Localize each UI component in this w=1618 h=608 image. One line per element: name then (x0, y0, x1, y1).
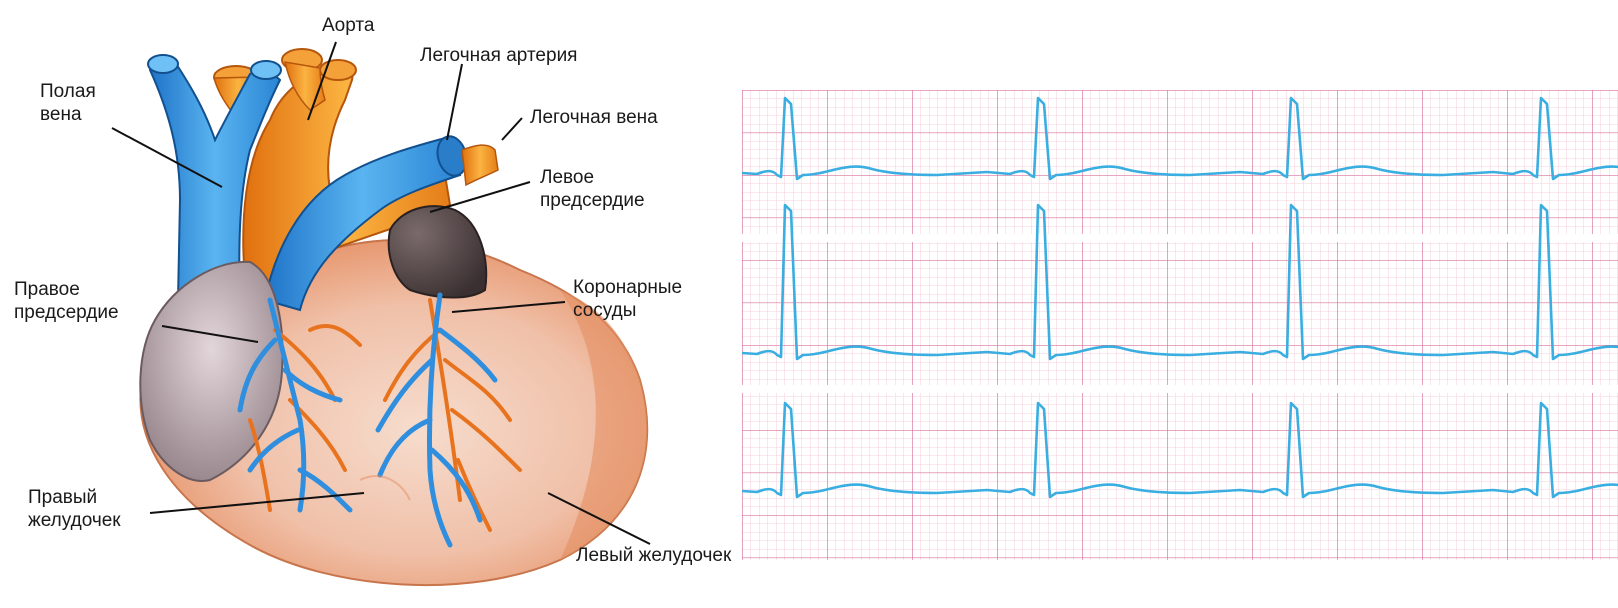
label-left-atrium: Левое предсердие (540, 166, 645, 212)
label-right-ventricle: Правый желудочек (28, 486, 121, 532)
label-pulmonary-artery: Легочная артерия (420, 44, 577, 67)
ecg-panel (742, 90, 1618, 560)
label-left-ventricle: Левый желудочек (576, 544, 731, 567)
label-coronary-vessels: Коронарные сосуды (573, 276, 682, 322)
label-right-atrium: Правое предсердие (14, 278, 119, 324)
left-atrium (389, 206, 487, 297)
label-aorta: Аорта (322, 14, 374, 37)
label-vena-cava: Полая вена (40, 80, 96, 126)
label-pulmonary-vein: Легочная вена (530, 106, 658, 129)
